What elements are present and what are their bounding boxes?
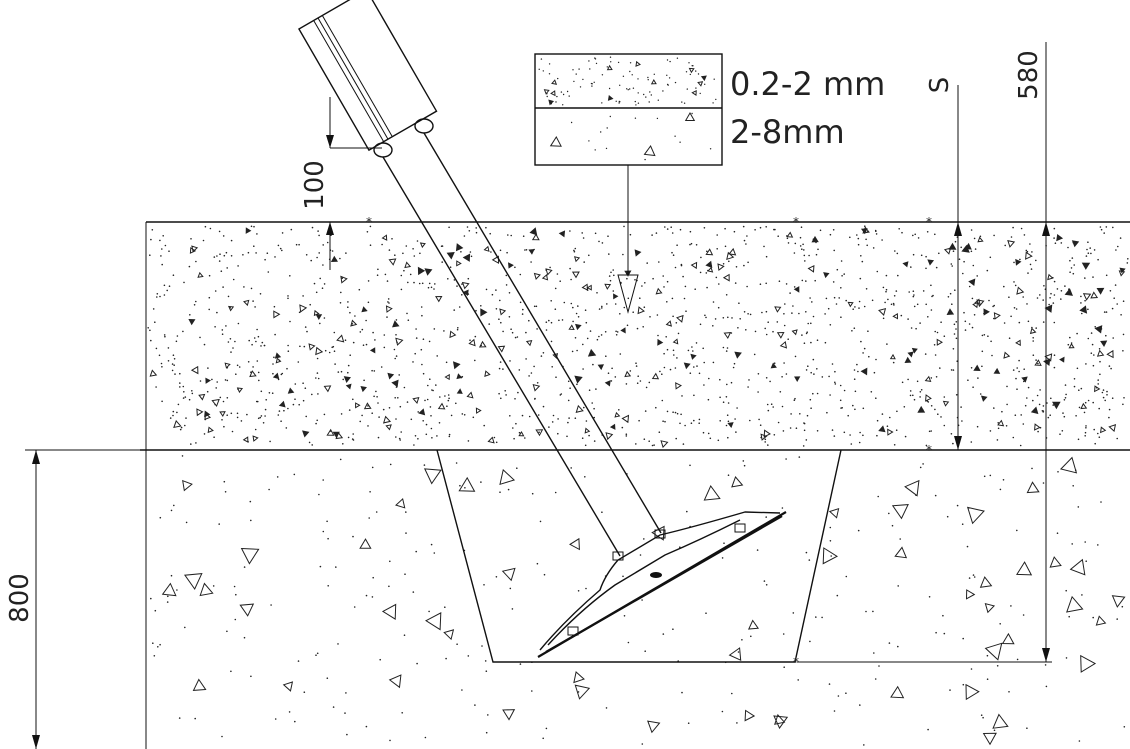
sensor-bolt-left xyxy=(373,142,393,158)
marker-star: * xyxy=(793,655,799,669)
dimension-s-label: S xyxy=(925,77,955,94)
dimension-800: 800 xyxy=(5,449,140,749)
trench-outline xyxy=(436,449,842,663)
sensor-pole-left xyxy=(382,156,621,557)
legend-texture xyxy=(538,56,717,161)
dimension-580-label: 580 xyxy=(1014,50,1044,100)
dimension-s: S xyxy=(925,77,962,450)
sensor-bolt-right xyxy=(414,118,434,134)
dimension-800-label: 800 xyxy=(5,573,35,623)
dimension-100: 100 xyxy=(300,97,382,270)
sensor-head xyxy=(298,0,438,152)
legend-box xyxy=(534,53,723,166)
marker-star: * xyxy=(926,215,932,229)
legend-pointer-arrow xyxy=(617,274,639,314)
dimension-580: 580 xyxy=(797,42,1052,663)
fine-aggregate-layer-texture xyxy=(147,225,1129,449)
marker-star: * xyxy=(926,443,932,457)
coarse-aggregate-layer-texture xyxy=(150,455,1126,746)
sensor-pole-right xyxy=(423,132,662,534)
marker-star: * xyxy=(366,215,372,229)
marker-star: * xyxy=(793,215,799,229)
legend-fine-label: 0.2-2 mm xyxy=(730,65,885,103)
legend-coarse-label: 2-8mm xyxy=(730,113,845,151)
dimension-100-label: 100 xyxy=(300,160,330,210)
sensor-base-plate xyxy=(537,511,787,658)
